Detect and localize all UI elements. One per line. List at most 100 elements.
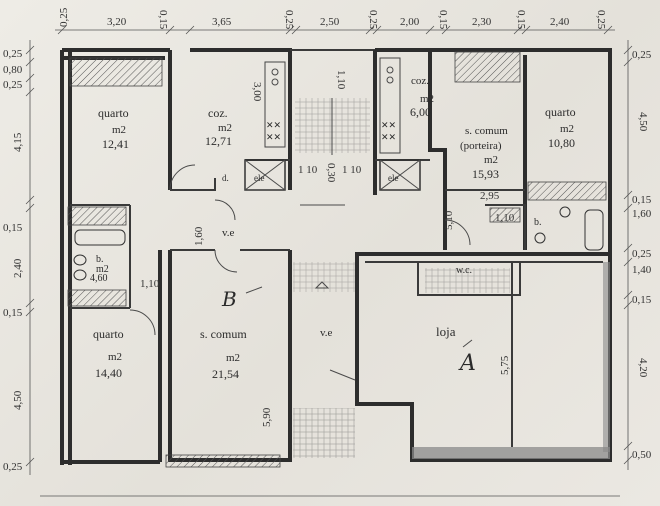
dimension-tick [25,73,35,83]
lift-left-label: ele [254,173,265,183]
unit-b-letter: B [221,287,237,311]
room-quarto-tr-unit: m2 [560,123,574,135]
inner-walls [70,159,526,447]
svg-text:✕✕: ✕✕ [266,132,281,142]
dimension-tick [623,243,633,253]
room-coz-right-name: coz. [411,75,429,87]
dim-top-10: 0,15 [515,10,527,30]
dimension-tick [25,87,35,97]
room-wc-name: w.c. [456,265,472,276]
dimension-tick [623,455,633,465]
dimension-tick [623,300,633,310]
dim-left-7: 4,50 [12,390,24,410]
room-quarto-tl-unit: m2 [112,124,126,136]
dim-inner-9: 1,10 [495,212,515,224]
dimension-tick [521,25,531,35]
dim-inner-2: 1 10 [298,164,318,176]
dim-top-11: 2,40 [550,16,570,28]
dimension-tick [623,441,633,451]
room-quarto-bl-unit: m2 [108,351,122,363]
svg-text:✕✕: ✕✕ [381,120,396,130]
loja-right-band [603,262,610,452]
dimension-tick [365,25,375,35]
dim-top-7: 2,00 [400,16,420,28]
dim-left-4: 0,15 [3,222,23,234]
dim-inner-0: 1,10 [335,70,347,90]
dimension-lines [25,25,633,497]
dim-left-2: 0,25 [3,79,23,91]
dimension-tick [623,45,633,55]
bath-fixtures [73,206,604,281]
left-dimensions: 0,25 0,80 0,25 4,15 0,15 2,40 0,15 4,50 … [3,48,24,473]
dim-top-9: 2,30 [472,16,492,28]
inner-dimensions: 1,10 3,00 1 10 0,30 1 10 1,60 1,10 2,95 … [140,70,515,427]
dimension-tick [165,25,175,35]
dim-inner-7: 2,95 [480,190,500,202]
dimension-tick [623,190,633,200]
dimension-tick [372,25,382,35]
dim-top-5: 2,50 [320,16,340,28]
room-quarto-tr-area: 10,80 [548,136,575,150]
dim-right-1: 4,50 [637,112,649,132]
dim-left-3: 4,15 [12,132,24,152]
dim-right-4: 0,25 [632,248,652,260]
dim-right-0: 0,25 [632,49,652,61]
d-mark-label: d. [222,173,229,183]
dimension-tick [623,203,633,213]
dimension-tick [25,203,35,213]
room-scomum-b-unit: m2 [226,352,240,364]
dim-right-5: 1,40 [632,264,652,276]
dim-right-8: 0,50 [632,449,652,461]
room-quarto-bl-area: 14,40 [95,366,122,380]
dimension-tick [603,25,613,35]
room-scomum-b-area: 21,54 [212,367,239,381]
room-loja-name: loja [436,324,456,339]
room-coz-left-unit: m2 [218,122,232,134]
dim-inner-3: 0,30 [325,163,337,183]
room-portaria-area: 15,93 [472,167,499,181]
room-portaria-sub: (porteira) [460,140,502,152]
dimension-tick [25,457,35,467]
dim-top-2: 0,15 [157,10,169,30]
dimension-tick [285,25,295,35]
dim-inner-10: 5,75 [499,355,511,375]
dimension-tick [185,25,195,35]
dimension-tick [25,307,35,317]
dim-right-3: 1,60 [632,208,652,220]
room-coz-right-area: 6,00 [410,105,431,119]
room-bath-left-unit: m2 [96,264,109,275]
lifts [244,159,421,191]
dimension-tick [57,25,67,35]
dim-left-8: 0,25 [3,461,23,473]
room-portaria-name: s. comum [465,125,508,137]
windows [67,51,607,468]
dim-left-6: 0,15 [3,307,23,319]
dim-top-6: 0,25 [367,10,379,30]
room-bath-left-name: b. [96,254,104,265]
svg-text:✕✕: ✕✕ [381,132,396,142]
room-coz-left-name: coz. [208,106,228,120]
dimension-tick [623,57,633,67]
dimension-tick [441,25,451,35]
dim-right-2: 0,15 [632,194,652,206]
dimension-tick [25,298,35,308]
dim-inner-1: 3,00 [251,82,263,102]
doors [129,164,471,381]
dimension-tick [623,257,633,267]
dim-left-1: 0,80 [3,64,23,76]
central-stairs [293,98,510,458]
kitchen-counters: ✕✕ ✕✕ ✕✕ ✕✕ [264,57,401,154]
room-bath-right-name: b. [534,217,542,228]
room-labels: quarto m2 12,41 coz. m2 12,71 coz. m2 6,… [90,75,576,381]
room-ve-mid: v.e [222,227,235,239]
room-ve-low: v.e [320,327,333,339]
dimension-tick [623,290,633,300]
dim-inner-11: 5,90 [261,407,273,427]
room-quarto-bl-name: quarto [93,327,124,341]
dim-top-8: 0,15 [437,10,449,30]
top-dimensions: 0,25 3,20 0,15 3,65 0,25 2,50 0,25 2,00 … [58,7,607,30]
dim-right-6: 0,15 [632,294,652,306]
dim-left-0: 0,25 [3,48,23,60]
